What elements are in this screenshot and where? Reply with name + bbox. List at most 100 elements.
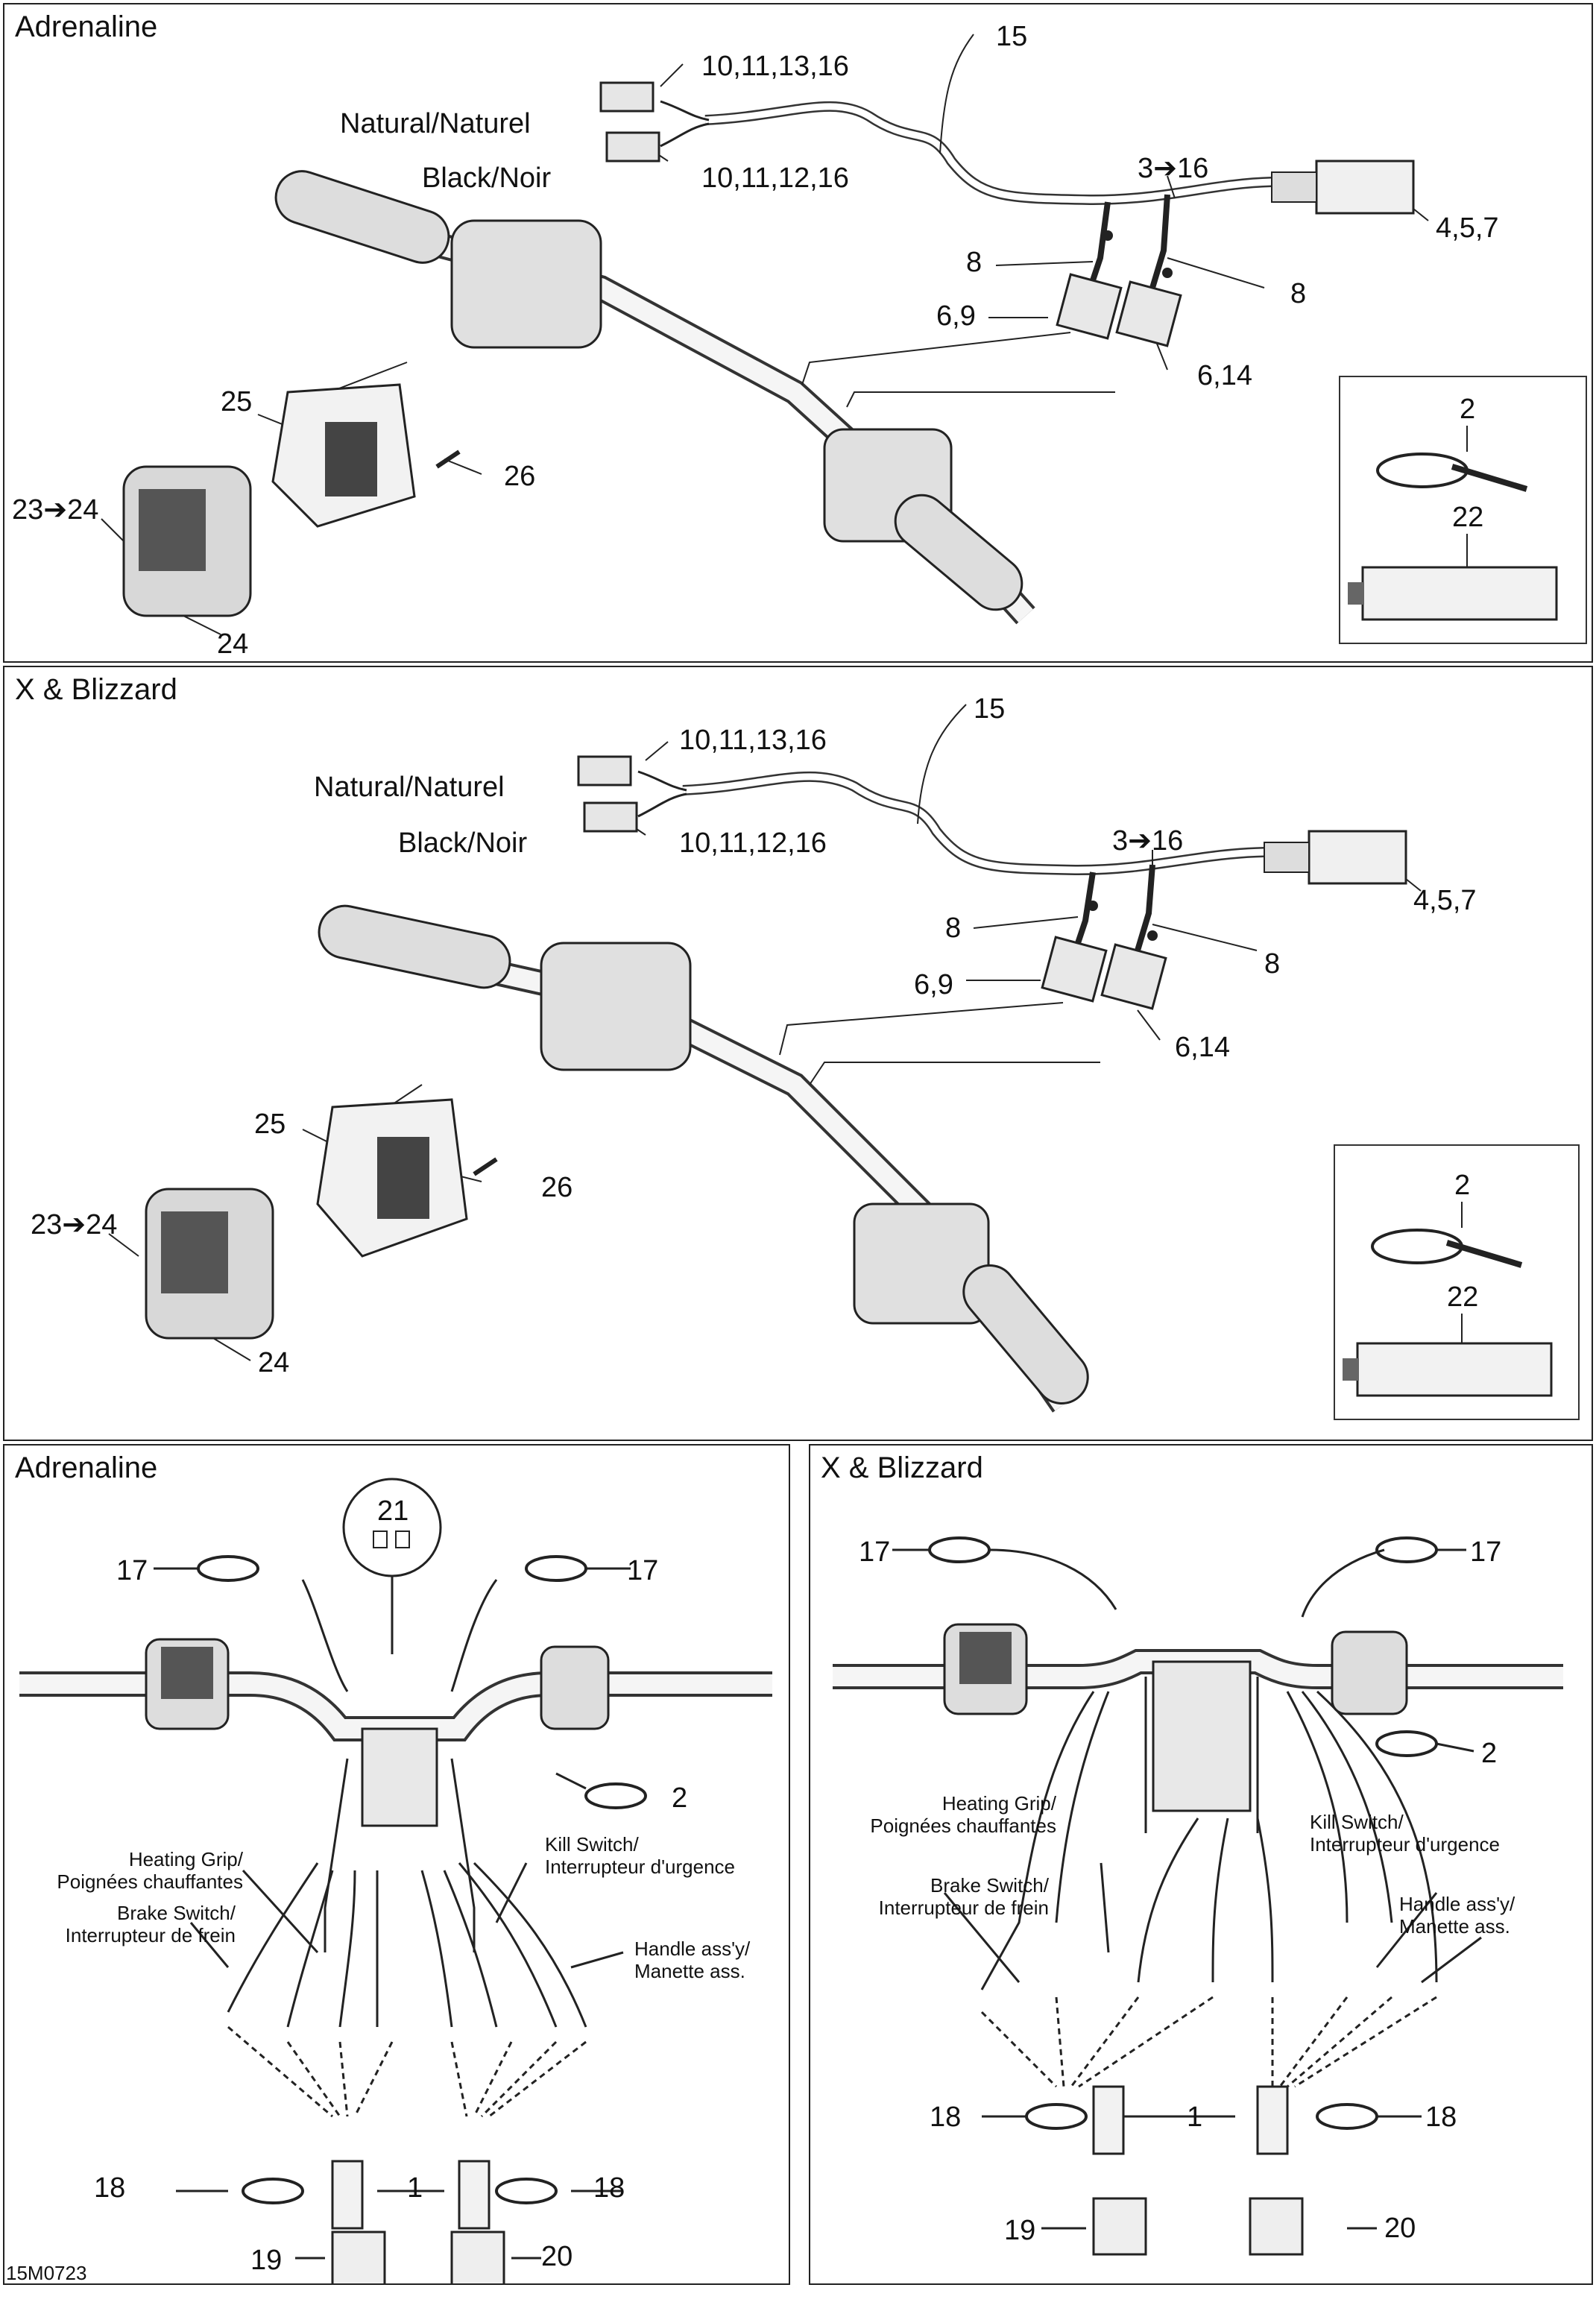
label-tie-2: 2	[672, 1782, 687, 1814]
label-switch-range: 23➔24	[31, 1209, 117, 1240]
label-main-connector: 4,5,7	[1436, 212, 1499, 244]
label-handle-assy: Handle ass'y/ Manette ass.	[634, 1938, 751, 1982]
left-plug	[1056, 273, 1123, 340]
label-branch-right: 8	[1290, 278, 1306, 309]
label-sleeve-1: 1	[1187, 2102, 1202, 2133]
cable-tie-icon	[197, 1555, 259, 1582]
diagram-adrenaline-top: 10,11,13,16 Natural/Naturel Black/Noir 1…	[12, 21, 1499, 660]
label-tie-17-left: 17	[859, 1536, 890, 1568]
inset-drawing: 2 22	[1343, 1170, 1553, 1397]
label-tube: 22	[1452, 502, 1483, 533]
label-screw: 26	[504, 461, 535, 492]
connector-20	[450, 2231, 505, 2283]
label-tie-17-right: 17	[1470, 1536, 1501, 1568]
panel-title: Adrenaline	[15, 10, 158, 43]
label-kill-switch: Kill Switch/ Interrupteur d'urgence	[1310, 1811, 1501, 1856]
black-connector	[605, 131, 660, 163]
handlebar	[359, 930, 1073, 1413]
main-connector	[1315, 160, 1415, 215]
label-tie-18-right: 18	[1425, 2102, 1457, 2133]
label-cable-15: 15	[974, 693, 1005, 725]
label-right-plug: 6,14	[1175, 1032, 1230, 1063]
cable-tie-icon	[928, 1536, 991, 1563]
label-natural: Natural/Naturel	[340, 108, 531, 139]
cable-tie-icon	[584, 1782, 647, 1809]
cable-tie-icon	[242, 2178, 304, 2204]
label-tie-18-left: 18	[94, 2172, 125, 2204]
natural-connector	[577, 755, 632, 786]
label-tie: 2	[1454, 1170, 1470, 1201]
cable-tie-icon	[1375, 1730, 1438, 1757]
label-harness-range: 3➔16	[1138, 153, 1208, 184]
connector-19	[331, 2231, 386, 2283]
label-black-parts: 10,11,12,16	[701, 163, 849, 194]
label-black: Black/Noir	[398, 827, 527, 859]
clamp	[1152, 1660, 1252, 1812]
panel-adrenaline-top: Adrenaline	[3, 3, 1593, 663]
inset-accessories: 2 22	[1334, 1144, 1580, 1420]
inset-accessories: 2 22	[1339, 376, 1587, 644]
label-handle-assy: Handle ass'y/ Manette ass.	[1399, 1893, 1515, 1938]
cable-tie-icon	[1025, 2103, 1088, 2130]
label-main-connector: 4,5,7	[1413, 885, 1477, 916]
cable-tie-icon	[1375, 1536, 1438, 1563]
label-natural: Natural/Naturel	[314, 772, 505, 803]
panel-title: X & Blizzard	[821, 1451, 983, 1484]
label-brake-switch: Brake Switch/ Interrupteur de frein	[878, 1874, 1049, 1919]
label-connector-19: 19	[1004, 2215, 1035, 2246]
diagram-xblizzard-bottom: 17 17 2 18 18 1 19 20	[833, 1536, 1563, 2256]
right-switch	[540, 1645, 610, 1730]
connector-19	[1092, 2197, 1147, 2256]
label-heating-grip: Heating Grip/ Poignées chauffantes	[57, 1848, 243, 1893]
label-tie-18-right: 18	[593, 2172, 625, 2204]
figure-code: 15M0723	[6, 2262, 87, 2284]
label-connector-19: 19	[250, 2245, 282, 2276]
panel-title: X & Blizzard	[15, 673, 177, 706]
clamp	[361, 1727, 438, 1827]
right-plug	[1115, 280, 1182, 347]
label-natural-parts: 10,11,13,16	[679, 725, 827, 756]
diagram-xblizzard-middle: 10,11,13,16 Natural/Naturel Black/Noir 1…	[31, 693, 1477, 1413]
label-black-parts: 10,11,12,16	[679, 827, 827, 859]
label-tie-18-left: 18	[930, 2102, 961, 2133]
label-sleeve-1: 1	[407, 2172, 423, 2204]
left-grip	[318, 904, 511, 989]
left-grip	[274, 170, 450, 264]
black-connector	[583, 801, 638, 833]
sleeve-left	[331, 2160, 364, 2230]
grease-tube-icon	[1356, 1342, 1553, 1397]
panel-xblizzard-middle: X & Blizzard	[3, 666, 1593, 1441]
label-heating-grip: Heating Grip/ Poignées chauffantes	[870, 1792, 1056, 1837]
grease-tube-icon	[1361, 566, 1558, 621]
label-switch: 24	[258, 1347, 289, 1378]
label-tie: 2	[1460, 394, 1475, 425]
left-plug	[1041, 936, 1108, 1003]
right-grip	[894, 494, 1023, 611]
label-harness-range: 3➔16	[1112, 825, 1183, 857]
label-black: Black/Noir	[422, 163, 551, 194]
panel-adrenaline-bottom: Adrenaline	[3, 1444, 790, 2285]
label-branch-left: 8	[966, 247, 982, 278]
inset-drawing: 2 22	[1348, 394, 1558, 621]
cable-tie-icon	[525, 1555, 587, 1582]
sleeve-right	[458, 2160, 491, 2230]
panel-title: Adrenaline	[15, 1451, 158, 1484]
label-tube: 22	[1447, 1281, 1478, 1313]
connector-20	[1249, 2197, 1304, 2256]
right-switch	[1331, 1630, 1408, 1715]
label-natural-parts: 10,11,13,16	[701, 51, 849, 82]
label-branch-left: 8	[945, 912, 961, 944]
label-right-plug: 6,14	[1197, 360, 1252, 391]
sleeve-left	[1092, 2085, 1125, 2155]
sleeve-right	[1256, 2085, 1289, 2155]
natural-connector	[599, 81, 655, 113]
label-kill-switch: Kill Switch/ Interrupteur d'urgence	[545, 1833, 736, 1878]
label-housing: 25	[254, 1109, 286, 1140]
handlebar	[314, 201, 1035, 625]
callout-circle-21	[342, 1478, 442, 1577]
label-switch: 24	[217, 628, 248, 660]
left-switch-housing	[540, 942, 692, 1071]
right-grip	[962, 1264, 1089, 1405]
label-connector-20: 20	[1384, 2213, 1416, 2244]
label-tie-2: 2	[1481, 1738, 1497, 1769]
